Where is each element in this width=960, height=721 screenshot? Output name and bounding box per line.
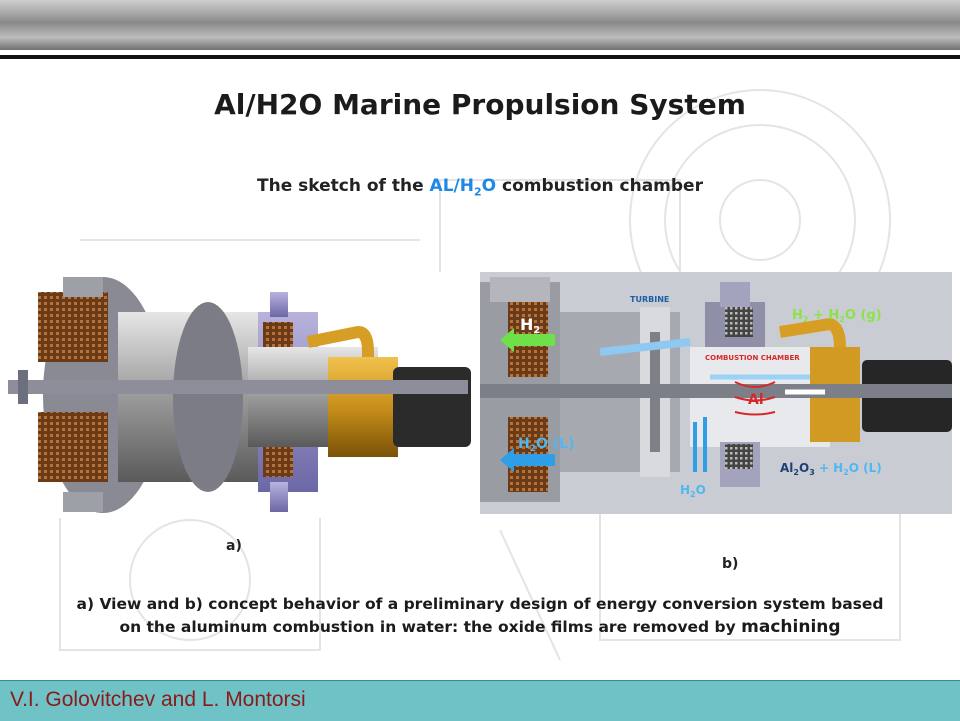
slide-title: Al/H2O Marine Propulsion System: [214, 88, 746, 121]
subtitle-highlight: AL/H2O: [429, 176, 497, 199]
figure-caption: a) View and b) concept behavior of a pre…: [20, 593, 940, 639]
header-bar: [0, 0, 960, 50]
figure-a-label: a): [226, 538, 242, 554]
subtitle-prefix: The sketch of the: [257, 176, 430, 196]
label-h2o-l: H2O (L): [518, 436, 574, 454]
caption-line-1: a) View and b) concept behavior of a pre…: [76, 595, 884, 613]
subtitle-highlight-end: O: [481, 176, 497, 196]
slide-subtitle: The sketch of the AL/H2O combustion cham…: [0, 176, 960, 198]
label-h2-h2o-g: H2 + H2O (g): [792, 308, 882, 324]
caption-emphasis: machining: [741, 617, 841, 637]
caption-line-2: on the aluminum combustion in water: the…: [20, 616, 940, 639]
subtitle-suffix: combustion chamber: [496, 176, 703, 196]
label-al2o3-h2o: Al2O3 + H2O (L): [780, 461, 882, 477]
label-turbine: TURBINE: [630, 295, 669, 304]
figure-b-schematic: H2 H2O (L) TURBINE COMBUSTION CHAMBER H2…: [480, 272, 952, 514]
figure-b-label: b): [722, 556, 739, 572]
figure-a-render: [8, 272, 480, 518]
footer-authors: V.I. Golovitchev and L. Montorsi: [10, 688, 306, 711]
subtitle-highlight-main: AL/H: [429, 176, 474, 196]
caption-line-2-text: on the aluminum combustion in water: the…: [119, 618, 742, 636]
label-combustion-chamber: COMBUSTION CHAMBER: [705, 354, 800, 362]
subtitle-highlight-sub: 2: [473, 185, 482, 199]
label-al: Al: [748, 392, 764, 408]
footer-bar: V.I. Golovitchev and L. Montorsi: [0, 680, 960, 721]
label-h2o-in: H2O: [680, 483, 706, 499]
label-h2: H2: [520, 315, 540, 336]
header-rule: [0, 55, 960, 59]
